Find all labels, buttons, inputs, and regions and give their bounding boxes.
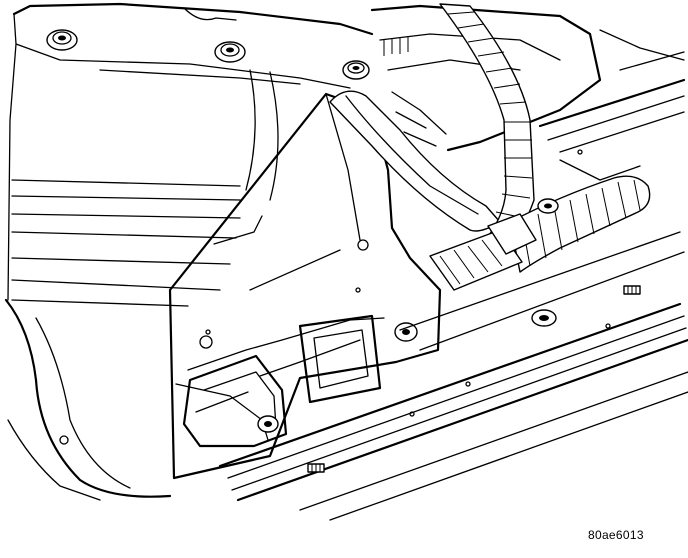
- harness-connector: [429, 198, 559, 291]
- flange-bolts: [46, 29, 370, 80]
- side-cover: [4, 179, 241, 501]
- right-frame: [538, 29, 686, 181]
- chassis-rail: [218, 211, 688, 521]
- rail-studs: [307, 285, 641, 473]
- slot-bracket: [182, 314, 418, 448]
- wiring-harness-conduit: [509, 175, 651, 273]
- figure-reference-code: 80ae6013: [588, 528, 644, 542]
- housing-upper: [7, 2, 374, 301]
